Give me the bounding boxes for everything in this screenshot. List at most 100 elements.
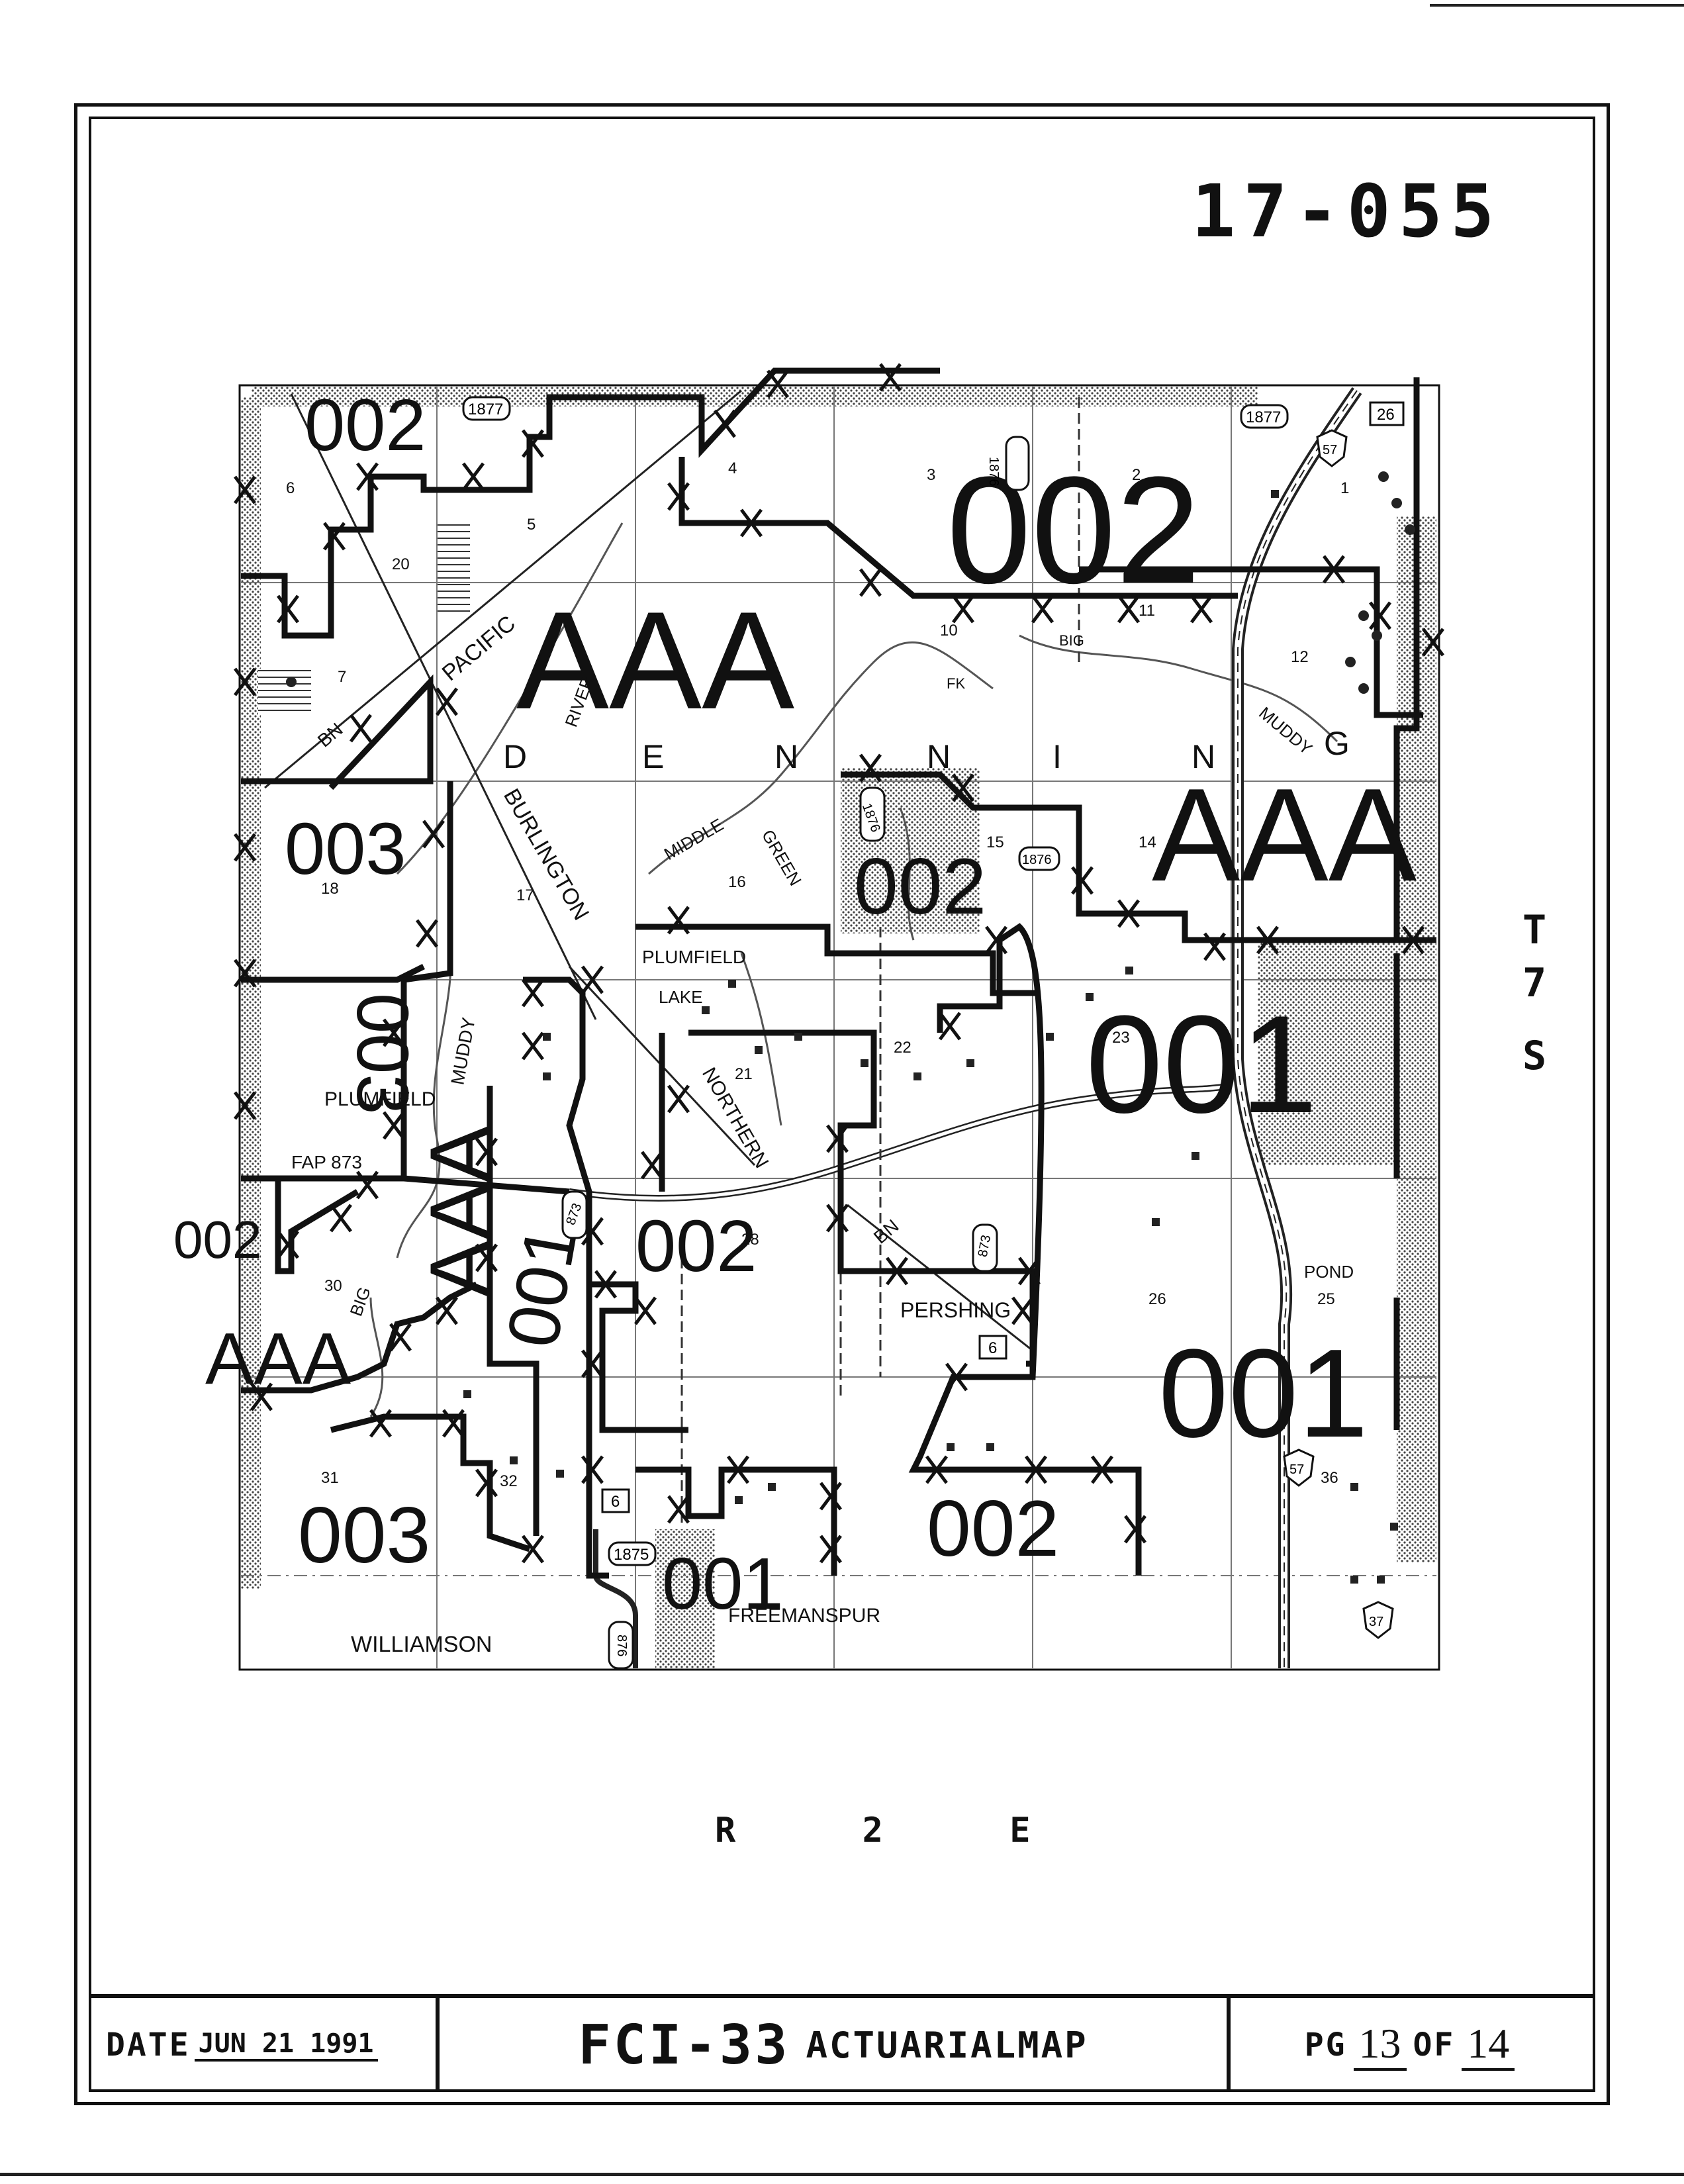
section-number: 7 (338, 668, 346, 686)
svg-text:57: 57 (1289, 1462, 1304, 1477)
route-shield: 6 (601, 1488, 630, 1513)
section-number: 14 (1139, 833, 1156, 851)
svg-text:37: 37 (1369, 1615, 1383, 1629)
zone-label: AAA (412, 1125, 508, 1298)
zone-label: 003 (298, 1491, 430, 1580)
township-number: 7 (1522, 960, 1547, 1006)
svg-text:6: 6 (988, 1339, 997, 1357)
section-number: 18 (321, 880, 339, 898)
route-shield: 26 (1369, 401, 1405, 426)
zone-label: 002 (927, 1484, 1059, 1573)
section-number: 4 (728, 459, 737, 477)
place-label: FAP 873 (291, 1152, 362, 1172)
place-label: FREEMANSPUR (728, 1605, 880, 1627)
map-title: ACTUARIALMAP (806, 2024, 1088, 2066)
svg-text:1877: 1877 (1246, 408, 1281, 426)
inner-frame (89, 117, 1595, 2092)
page-cell: PG 13 OF 14 (1231, 1998, 1595, 2092)
svg-text:57: 57 (1323, 443, 1337, 457)
place-label: G (1324, 725, 1350, 762)
section-number: 31 (321, 1469, 339, 1487)
zone-boundaries (241, 367, 1436, 1579)
svg-text:1876: 1876 (986, 457, 1001, 487)
zone-label: 001 (662, 1543, 784, 1625)
section-number: 30 (324, 1277, 342, 1295)
township-direction: S (1522, 1033, 1547, 1079)
date-cell: DATE JUN 21 1991 (89, 1998, 440, 2092)
section-number: 6 (286, 479, 295, 497)
section-number: 11 (1139, 602, 1155, 620)
section-numbers: 1 2 3 4 5 6 7 10 11 12 14 15 16 17 18 20… (286, 459, 1349, 1490)
page-total: 14 (1462, 2019, 1515, 2071)
title-cell: FCI-33 ACTUARIALMAP (440, 1998, 1231, 2092)
svg-text:1877: 1877 (468, 401, 503, 418)
section-number: 10 (940, 622, 958, 640)
svg-text:1875: 1875 (614, 1546, 649, 1564)
section-number: 12 (1291, 648, 1309, 666)
section-number: 3 (927, 466, 935, 484)
section-number: 36 (1321, 1469, 1338, 1487)
section-number: 21 (735, 1065, 753, 1083)
route-shield: 1877 (1240, 404, 1289, 429)
place-label: I (1052, 738, 1062, 775)
boundary-markers (234, 363, 1444, 1564)
place-label: D (503, 738, 527, 775)
section-number: 5 (527, 516, 536, 534)
place-label: BIG (1059, 632, 1084, 649)
shaded-block-east (1258, 940, 1430, 1165)
section-number: 23 (1112, 1029, 1130, 1047)
lake-hatch-2 (258, 669, 311, 715)
zone-label: 002 (635, 1206, 757, 1287)
route-shield: 57 (1283, 1448, 1315, 1487)
top-edge-rule (1430, 4, 1684, 7)
svg-text:6: 6 (611, 1493, 620, 1511)
zone-label: AAA (1152, 761, 1417, 909)
svg-text:26: 26 (1377, 406, 1395, 424)
zone-label: 001 (1086, 986, 1317, 1142)
svg-text:876: 876 (614, 1635, 629, 1656)
zone-label: 002 (854, 842, 986, 931)
date-label: DATE (106, 2026, 191, 2064)
township-letter: T (1522, 907, 1547, 953)
route-shield: 37 (1362, 1601, 1394, 1639)
place-label: N (1192, 738, 1215, 775)
place-label: N (774, 738, 798, 775)
page-number: 13 (1353, 2019, 1407, 2071)
of-label: OF (1413, 2026, 1456, 2064)
section-number: 25 (1317, 1290, 1335, 1308)
route-shield: 1875 (608, 1541, 657, 1566)
zone-label: 001 (1158, 1323, 1368, 1464)
lake-hatch (437, 523, 470, 616)
route-shield: 1876 (1018, 846, 1060, 871)
zone-label: 002 (173, 1210, 261, 1269)
shaded-block-south (655, 1529, 715, 1668)
section-number: 20 (392, 555, 410, 573)
place-label: N (927, 738, 951, 775)
zone-label: 002 (947, 445, 1201, 615)
place-label: PLUMFIELD (324, 1088, 436, 1110)
title-block: DATE JUN 21 1991 FCI-33 ACTUARIALMAP PG … (89, 1994, 1595, 2092)
route-shield: 6 (978, 1335, 1007, 1360)
place-label: WILLIAMSON (351, 1632, 492, 1657)
section-number: 2 (1132, 466, 1141, 484)
zone-label: 002 (304, 385, 426, 466)
route-shields: 1877 1877 26 57 1876 1876 1876 873 6 6 1… (462, 396, 1405, 1670)
place-label: E (642, 738, 664, 775)
section-number: 15 (986, 833, 1004, 851)
section-number: 22 (894, 1039, 912, 1057)
place-label: PLUMFIELD (642, 947, 746, 967)
map-code: 17-055 (1192, 169, 1503, 254)
zone-label: AAA (516, 583, 794, 738)
section-number: 26 (1148, 1290, 1166, 1308)
streams (369, 522, 1338, 1417)
section-number: 28 (741, 1231, 759, 1249)
section-number: 17 (516, 886, 534, 904)
place-label: POND (1304, 1262, 1354, 1282)
form-number: FCI-33 (578, 2013, 790, 2077)
page-label: PG (1304, 2026, 1347, 2064)
interstate-57 (1232, 387, 1362, 1668)
zone-labels: 002 002 AAA AAA 003 003 002 001 AAA 001 … (173, 385, 1417, 1625)
svg-text:1876: 1876 (1022, 853, 1052, 867)
outer-frame (74, 103, 1610, 2105)
